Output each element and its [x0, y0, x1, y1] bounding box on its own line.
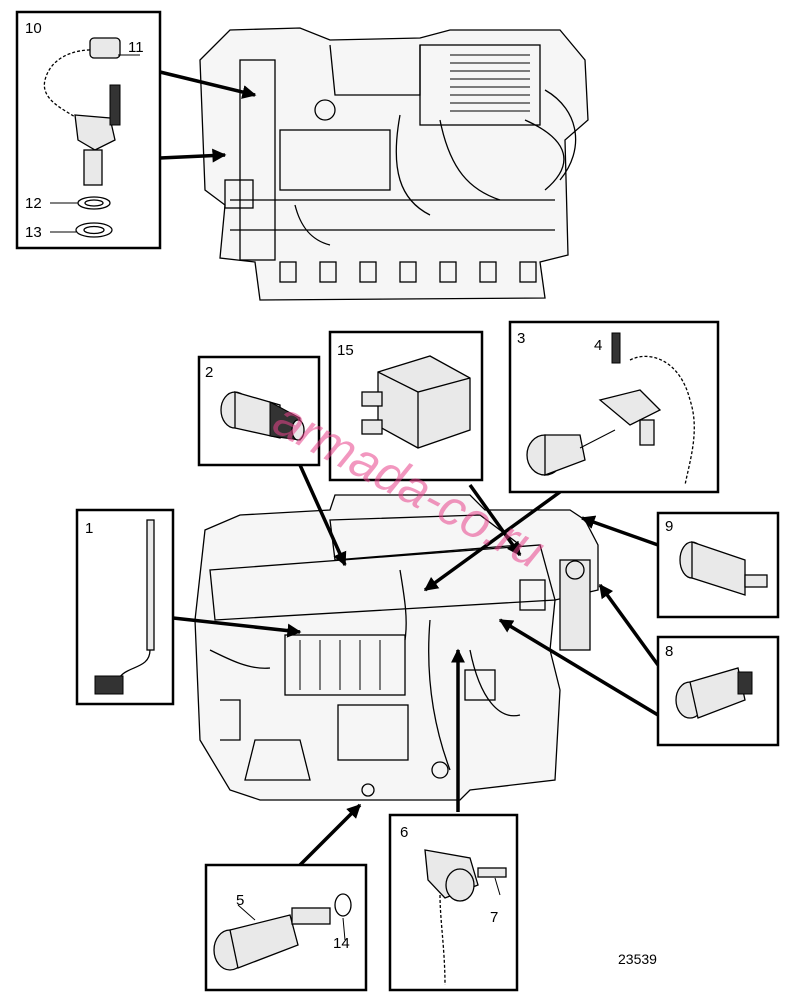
callout-10: 10 — [25, 20, 42, 37]
detail-box-10 — [15, 10, 162, 250]
sensor-icon — [43, 37, 140, 238]
sensor-icon — [424, 849, 507, 986]
callout-8: 8 — [665, 643, 673, 660]
sensor-icon — [526, 332, 695, 486]
callout-15: 15 — [337, 342, 354, 359]
callout-3: 3 — [517, 330, 525, 347]
detail-box-15 — [328, 330, 484, 482]
callout-1: 1 — [85, 520, 93, 537]
callout-6: 6 — [400, 824, 408, 841]
callout-13: 13 — [25, 224, 42, 241]
callout-2: 2 — [205, 364, 213, 381]
detail-box-1 — [75, 508, 175, 706]
detail-box-6 — [388, 813, 519, 992]
sensor-icon — [213, 893, 352, 971]
arrow-icon — [159, 70, 660, 867]
engine-side-view-icon — [194, 494, 599, 801]
detail-box-3 — [508, 320, 720, 494]
sensor-icon — [220, 391, 305, 441]
control-unit-icon — [361, 355, 471, 449]
callout-7: 7 — [490, 909, 498, 926]
callout-11: 11 — [128, 39, 144, 56]
sensor-icon — [675, 667, 753, 719]
callout-12: 12 — [25, 195, 42, 212]
detail-box-2 — [197, 355, 321, 467]
detail-box-8 — [656, 635, 780, 747]
callout-5: 5 — [236, 892, 244, 909]
sensor-icon — [679, 541, 768, 596]
sensor-icon — [94, 519, 155, 695]
detail-box-9 — [656, 511, 780, 619]
engine-top-view-icon — [199, 27, 589, 301]
callout-9: 9 — [665, 518, 673, 535]
detail-box-5 — [204, 863, 368, 992]
figure-number: 23539 — [618, 951, 657, 967]
callout-14: 14 — [333, 935, 350, 952]
callout-4: 4 — [594, 337, 602, 354]
